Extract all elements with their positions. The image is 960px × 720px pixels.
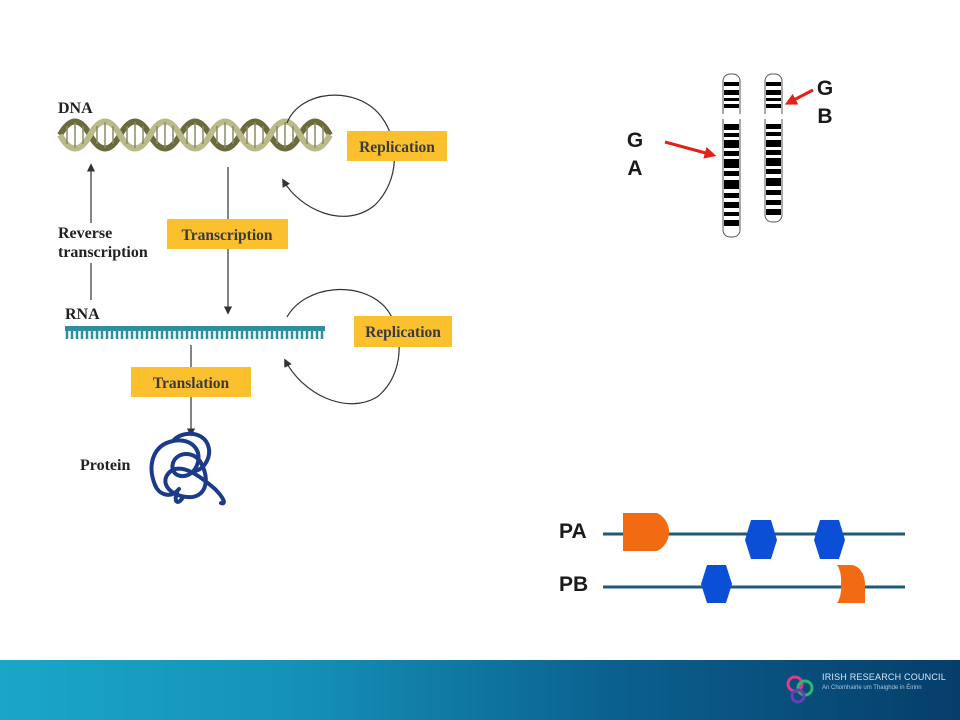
transcription-label: Transcription [182,227,273,244]
transcription-box [167,219,288,249]
replication-bottom-label: Replication [365,324,441,341]
gene-a-label: G A [625,127,645,183]
irc-logo-icon [786,675,814,704]
irc-logo-title: IRISH RESEARCH COUNCIL [822,672,946,682]
gene-b-letter-g: G [816,77,834,100]
protein-label: Protein [80,457,130,474]
pa-orange-domain [623,513,670,551]
central-dogma-diagram: DNA Replication Reverse transcription Tr… [55,94,452,506]
chromosome-1 [722,73,741,238]
gene-arrows [664,88,814,159]
gene-b-label: G B [815,75,835,131]
replication-top-label: Replication [359,139,435,156]
pa-blue-domain-1 [745,520,777,559]
pa-blue-domain-2 [814,520,845,559]
chromosome-figure [722,73,783,238]
translation-label: Translation [153,375,230,392]
pb-orange-domain [837,565,865,603]
rna-replication-loop [284,288,400,405]
rna-strand [65,326,325,339]
replication-box-top [347,131,447,161]
gene-a-letter-g: G [626,129,644,152]
rna-label: RNA [65,306,100,323]
dna-label: DNA [58,100,93,117]
irc-logo-subtitle: An Chomhairle um Thaighde in Éirinn [822,685,922,691]
protein-icon [149,431,226,506]
gene-a-letter-a: A [627,157,643,180]
ga-arrow [664,140,717,159]
gb-arrow [784,88,814,105]
reverse-transcription-label-1: Reverse [58,225,112,242]
translation-box [131,367,251,397]
protein-domains [603,513,905,603]
protein-b-label: PB [559,573,589,596]
protein-a-label: PA [559,520,587,543]
chromosome-2 [764,73,783,223]
gene-b-letter-b: B [817,105,833,128]
reverse-transcription-label-2: transcription [58,244,148,261]
pb-blue-domain [701,565,732,603]
replication-box-bottom [354,316,452,347]
dna-helix [57,118,333,152]
